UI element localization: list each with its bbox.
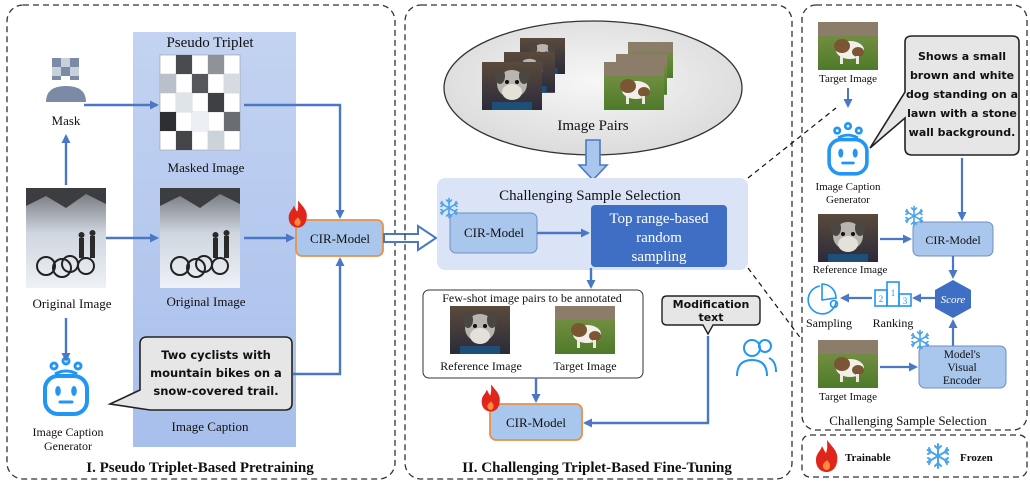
ranking-label: Ranking bbox=[873, 316, 914, 330]
p3-speech-line2: brown and white bbox=[910, 69, 1014, 82]
original-image-label-center: Original Image bbox=[166, 294, 245, 309]
image-caption-label: Image Caption bbox=[172, 419, 249, 434]
pair-stack-2-front bbox=[604, 62, 664, 110]
panel-2-arrows bbox=[531, 228, 710, 428]
modification-line2: text bbox=[698, 311, 723, 324]
few-shot-reference-label: Reference Image bbox=[440, 359, 522, 373]
panel-2-frame bbox=[404, 4, 793, 480]
caption-speech-line2: mountain bikes on a bbox=[150, 366, 282, 380]
podium-1: 1 bbox=[891, 288, 896, 298]
panel-3-title: Challenging Sample Selection bbox=[829, 413, 987, 428]
caption-generator-line1: Image Caption bbox=[33, 425, 104, 439]
score-label: Score bbox=[941, 294, 966, 306]
panel-2-title: II. Challenging Triplet-Based Fine-Tunin… bbox=[462, 460, 732, 476]
pair-stack-1-front bbox=[482, 62, 542, 110]
robot-icon bbox=[43, 356, 89, 416]
original-image-center bbox=[159, 187, 241, 289]
panel-1-title: I. Pseudo Triplet-Based Pretraining bbox=[86, 460, 314, 476]
few-shot-target-label: Target Image bbox=[553, 359, 616, 373]
legend-snowflake-icon bbox=[926, 443, 950, 469]
robot-icon-panel3 bbox=[827, 121, 869, 176]
target-image-top bbox=[818, 22, 878, 70]
caption-generator-line1-panel3: Image Caption bbox=[815, 181, 881, 193]
ranking-podium-icon bbox=[874, 281, 912, 307]
masked-image-label: Masked Image bbox=[168, 160, 245, 175]
legend-frozen-label: Frozen bbox=[960, 452, 993, 464]
original-image-left bbox=[25, 187, 107, 289]
legend-fire-icon bbox=[816, 440, 838, 472]
modification-bubble bbox=[661, 295, 761, 336]
zoom-line-top bbox=[747, 107, 837, 179]
caption-speech-line1: Two cyclists with bbox=[161, 348, 271, 362]
few-shot-reference-image bbox=[450, 306, 510, 354]
encoder-line3: Encoder bbox=[943, 375, 981, 387]
sampling-line1: Top range-based bbox=[609, 211, 709, 227]
podium-3: 3 bbox=[903, 296, 908, 306]
few-shot-title: Few-shot image pairs to be annotated bbox=[442, 291, 622, 305]
encoder-line1: Model's bbox=[944, 349, 981, 361]
reference-image-panel3 bbox=[818, 214, 878, 262]
p3-speech-line4: lawn with a stone bbox=[907, 107, 1017, 120]
panel-transition-arrow bbox=[383, 224, 438, 252]
sampling-icon bbox=[807, 283, 839, 315]
original-image-label-left: Original Image bbox=[32, 296, 111, 311]
panel-3-frame bbox=[801, 4, 1028, 431]
cir-model-label-panel3: CIR-Model bbox=[925, 233, 981, 247]
user-icon bbox=[736, 339, 777, 377]
fire-icon-finetune bbox=[481, 384, 500, 412]
cir-model-box-finetune bbox=[489, 403, 583, 441]
target-top-label: Target Image bbox=[819, 73, 877, 85]
caption-speech-line3: snow-covered trail. bbox=[153, 384, 278, 398]
selection-title: Challenging Sample Selection bbox=[499, 188, 681, 204]
caption-generator-line2: Generator bbox=[44, 439, 92, 453]
modification-line1: Modification bbox=[673, 298, 750, 311]
caption-speech-bubble-panel3 bbox=[869, 35, 1020, 156]
down-arrow-hollow bbox=[577, 139, 609, 182]
target-bottom-label: Target Image bbox=[819, 391, 877, 403]
sampling-label: Sampling bbox=[806, 316, 852, 330]
sampling-line3: sampling bbox=[632, 249, 687, 265]
target-image-bottom bbox=[818, 340, 878, 388]
few-shot-target-image bbox=[555, 306, 615, 354]
p3-speech-line5: wall background. bbox=[909, 126, 1016, 139]
masked-image bbox=[159, 54, 241, 151]
panel-1-arrows bbox=[61, 100, 345, 376]
legend-trainable-label: Trainable bbox=[845, 452, 891, 464]
pseudo-triplet-title: Pseudo Triplet bbox=[166, 35, 254, 51]
podium-2: 2 bbox=[879, 294, 884, 304]
mask-label: Mask bbox=[52, 113, 81, 128]
image-pairs-label: Image Pairs bbox=[557, 118, 628, 134]
mask-icon bbox=[46, 58, 86, 102]
zoom-line-bottom bbox=[747, 267, 803, 341]
reference-label-panel3: Reference Image bbox=[813, 264, 888, 276]
caption-generator-line2-panel3: Generator bbox=[826, 194, 870, 206]
sampling-box bbox=[591, 205, 727, 267]
score-hexagon bbox=[935, 280, 971, 318]
p3-speech-line3: dog standing on a bbox=[906, 88, 1018, 101]
visual-encoder-box bbox=[918, 345, 1007, 389]
encoder-line2: Visual bbox=[947, 362, 976, 374]
sampling-line2: random bbox=[636, 230, 682, 246]
legend-frame bbox=[801, 434, 1028, 478]
cir-model-label-finetune: CIR-Model bbox=[506, 415, 566, 430]
panel-3-arrows bbox=[840, 158, 967, 372]
cir-model-label-select: CIR-Model bbox=[464, 225, 524, 240]
p3-speech-line1: Shows a small bbox=[918, 50, 1006, 63]
caption-speech-bubble bbox=[107, 336, 293, 411]
cir-model-label-pretrain: CIR-Model bbox=[310, 231, 370, 246]
